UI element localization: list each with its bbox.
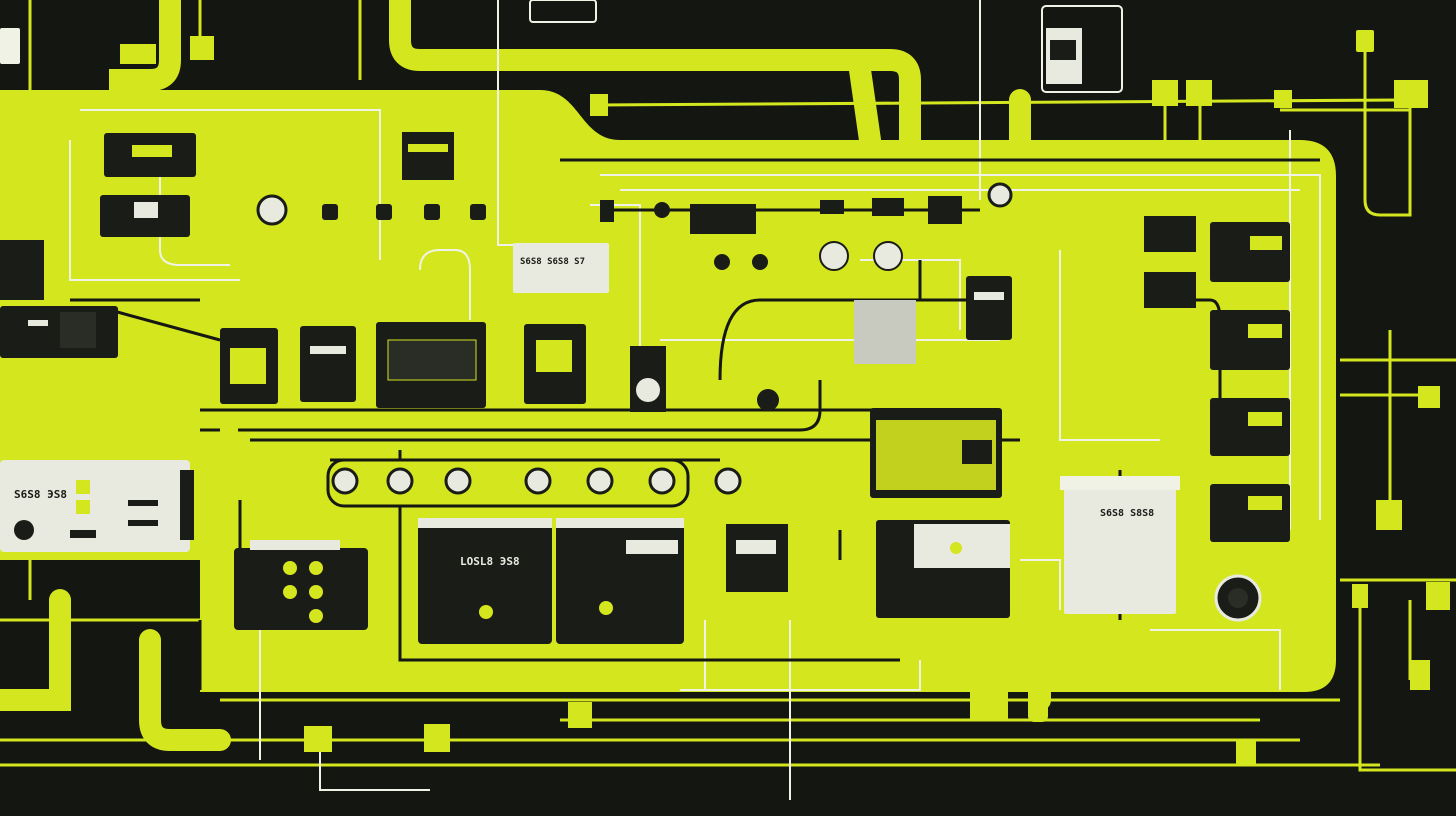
- left-white-module: S6S8 ЭS8: [0, 460, 194, 552]
- left-cabinet: [0, 240, 118, 358]
- breaker-panel: [234, 540, 368, 630]
- right-module-stack: [1144, 216, 1290, 542]
- gauge-pair: [819, 241, 903, 271]
- top-right-device: [529, 0, 1123, 93]
- battery-modules: LOSL8 ЭS8: [418, 518, 684, 644]
- yellow-tags: [0, 28, 1450, 766]
- conduit-group: [0, 0, 1051, 751]
- battery-label: LOSL8 ЭS8: [460, 555, 520, 568]
- middle-module-row: [220, 276, 1012, 412]
- top-left-instruments: S6S8 S6S8 S7: [100, 132, 1013, 293]
- relay-row: [322, 196, 962, 411]
- center-box-label: S6S8 S6S8 S7: [520, 257, 585, 267]
- terminal-row: [326, 458, 742, 508]
- right-panel-unit: [726, 408, 1010, 618]
- left-box-label: S6S8 ЭS8: [14, 488, 67, 501]
- right-cabinet: S6S8 S8S8: [1060, 476, 1262, 622]
- right-cabinet-label: S6S8 S8S8: [1100, 508, 1154, 519]
